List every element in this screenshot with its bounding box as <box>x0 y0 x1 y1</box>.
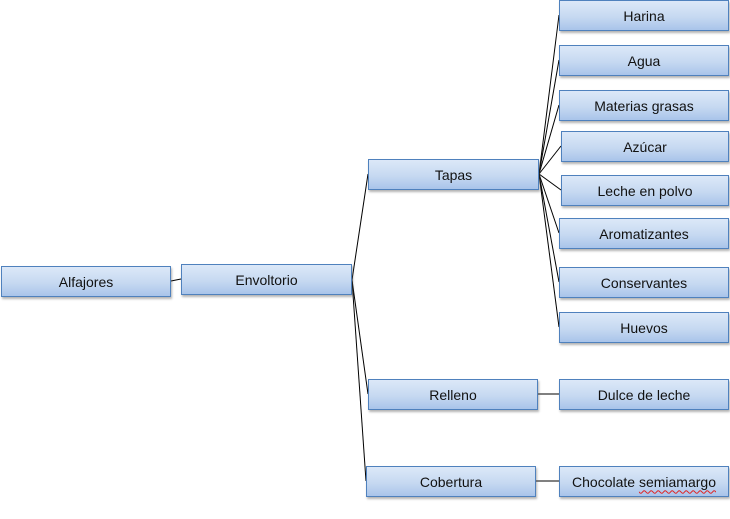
node-chocolate-semiamargo: Chocolate semiamargo <box>559 466 729 497</box>
node-agua-label: Agua <box>627 52 661 69</box>
connector-tapas-materias-grasas <box>538 104 560 175</box>
connector-envoltorio-tapas <box>351 173 369 281</box>
node-tapas-label: Tapas <box>434 166 473 183</box>
spellcheck-flagged-word: semiamargo <box>638 473 716 490</box>
connector-tapas-leche-en-polvo <box>538 173 562 191</box>
node-cobertura: Cobertura <box>366 466 536 497</box>
node-materias-grasas: Materias grasas <box>559 90 729 121</box>
connector-tapas-aromatizantes <box>538 173 560 234</box>
node-tapas: Tapas <box>368 159 539 190</box>
connector-tapas-azucar <box>538 145 562 175</box>
node-dulce-de-leche: Dulce de leche <box>559 379 729 410</box>
connector-envoltorio-relleno <box>351 279 369 395</box>
node-conservantes-label: Conservantes <box>600 274 688 291</box>
node-dulce-de-leche-label: Dulce de leche <box>597 386 691 403</box>
node-relleno-label: Relleno <box>429 386 477 403</box>
node-huevos-label: Huevos <box>620 319 668 336</box>
connector-alfajores-envoltorio <box>170 278 182 282</box>
node-chocolate-semiamargo-label: Chocolate semiamargo <box>572 474 716 490</box>
node-azucar-label: Azúcar <box>623 138 667 155</box>
node-azucar: Azúcar <box>561 131 729 162</box>
node-harina-label: Harina <box>623 7 665 24</box>
node-relleno: Relleno <box>368 379 538 410</box>
node-alfajores: Alfajores <box>1 266 171 297</box>
node-alfajores-label: Alfajores <box>58 273 114 290</box>
node-envoltorio: Envoltorio <box>181 264 352 295</box>
node-leche-en-polvo-label: Leche en polvo <box>597 182 693 199</box>
node-conservantes: Conservantes <box>559 267 729 298</box>
node-leche-en-polvo: Leche en polvo <box>561 175 729 206</box>
node-harina: Harina <box>559 0 729 31</box>
connector-tapas-harina <box>538 14 560 175</box>
node-materias-grasas-label: Materias grasas <box>594 97 694 114</box>
node-envoltorio-label: Envoltorio <box>235 271 298 288</box>
connector-envoltorio-cobertura <box>351 279 367 482</box>
connector-tapas-conservantes <box>538 173 560 283</box>
node-agua: Agua <box>559 45 729 76</box>
node-huevos: Huevos <box>559 312 729 343</box>
node-chocolate-prefix: Chocolate <box>572 473 639 490</box>
connector-tapas-agua <box>538 59 560 175</box>
node-aromatizantes: Aromatizantes <box>559 218 729 249</box>
connector-tapas-huevos <box>538 173 560 328</box>
node-aromatizantes-label: Aromatizantes <box>599 225 689 242</box>
node-cobertura-label: Cobertura <box>419 473 483 490</box>
